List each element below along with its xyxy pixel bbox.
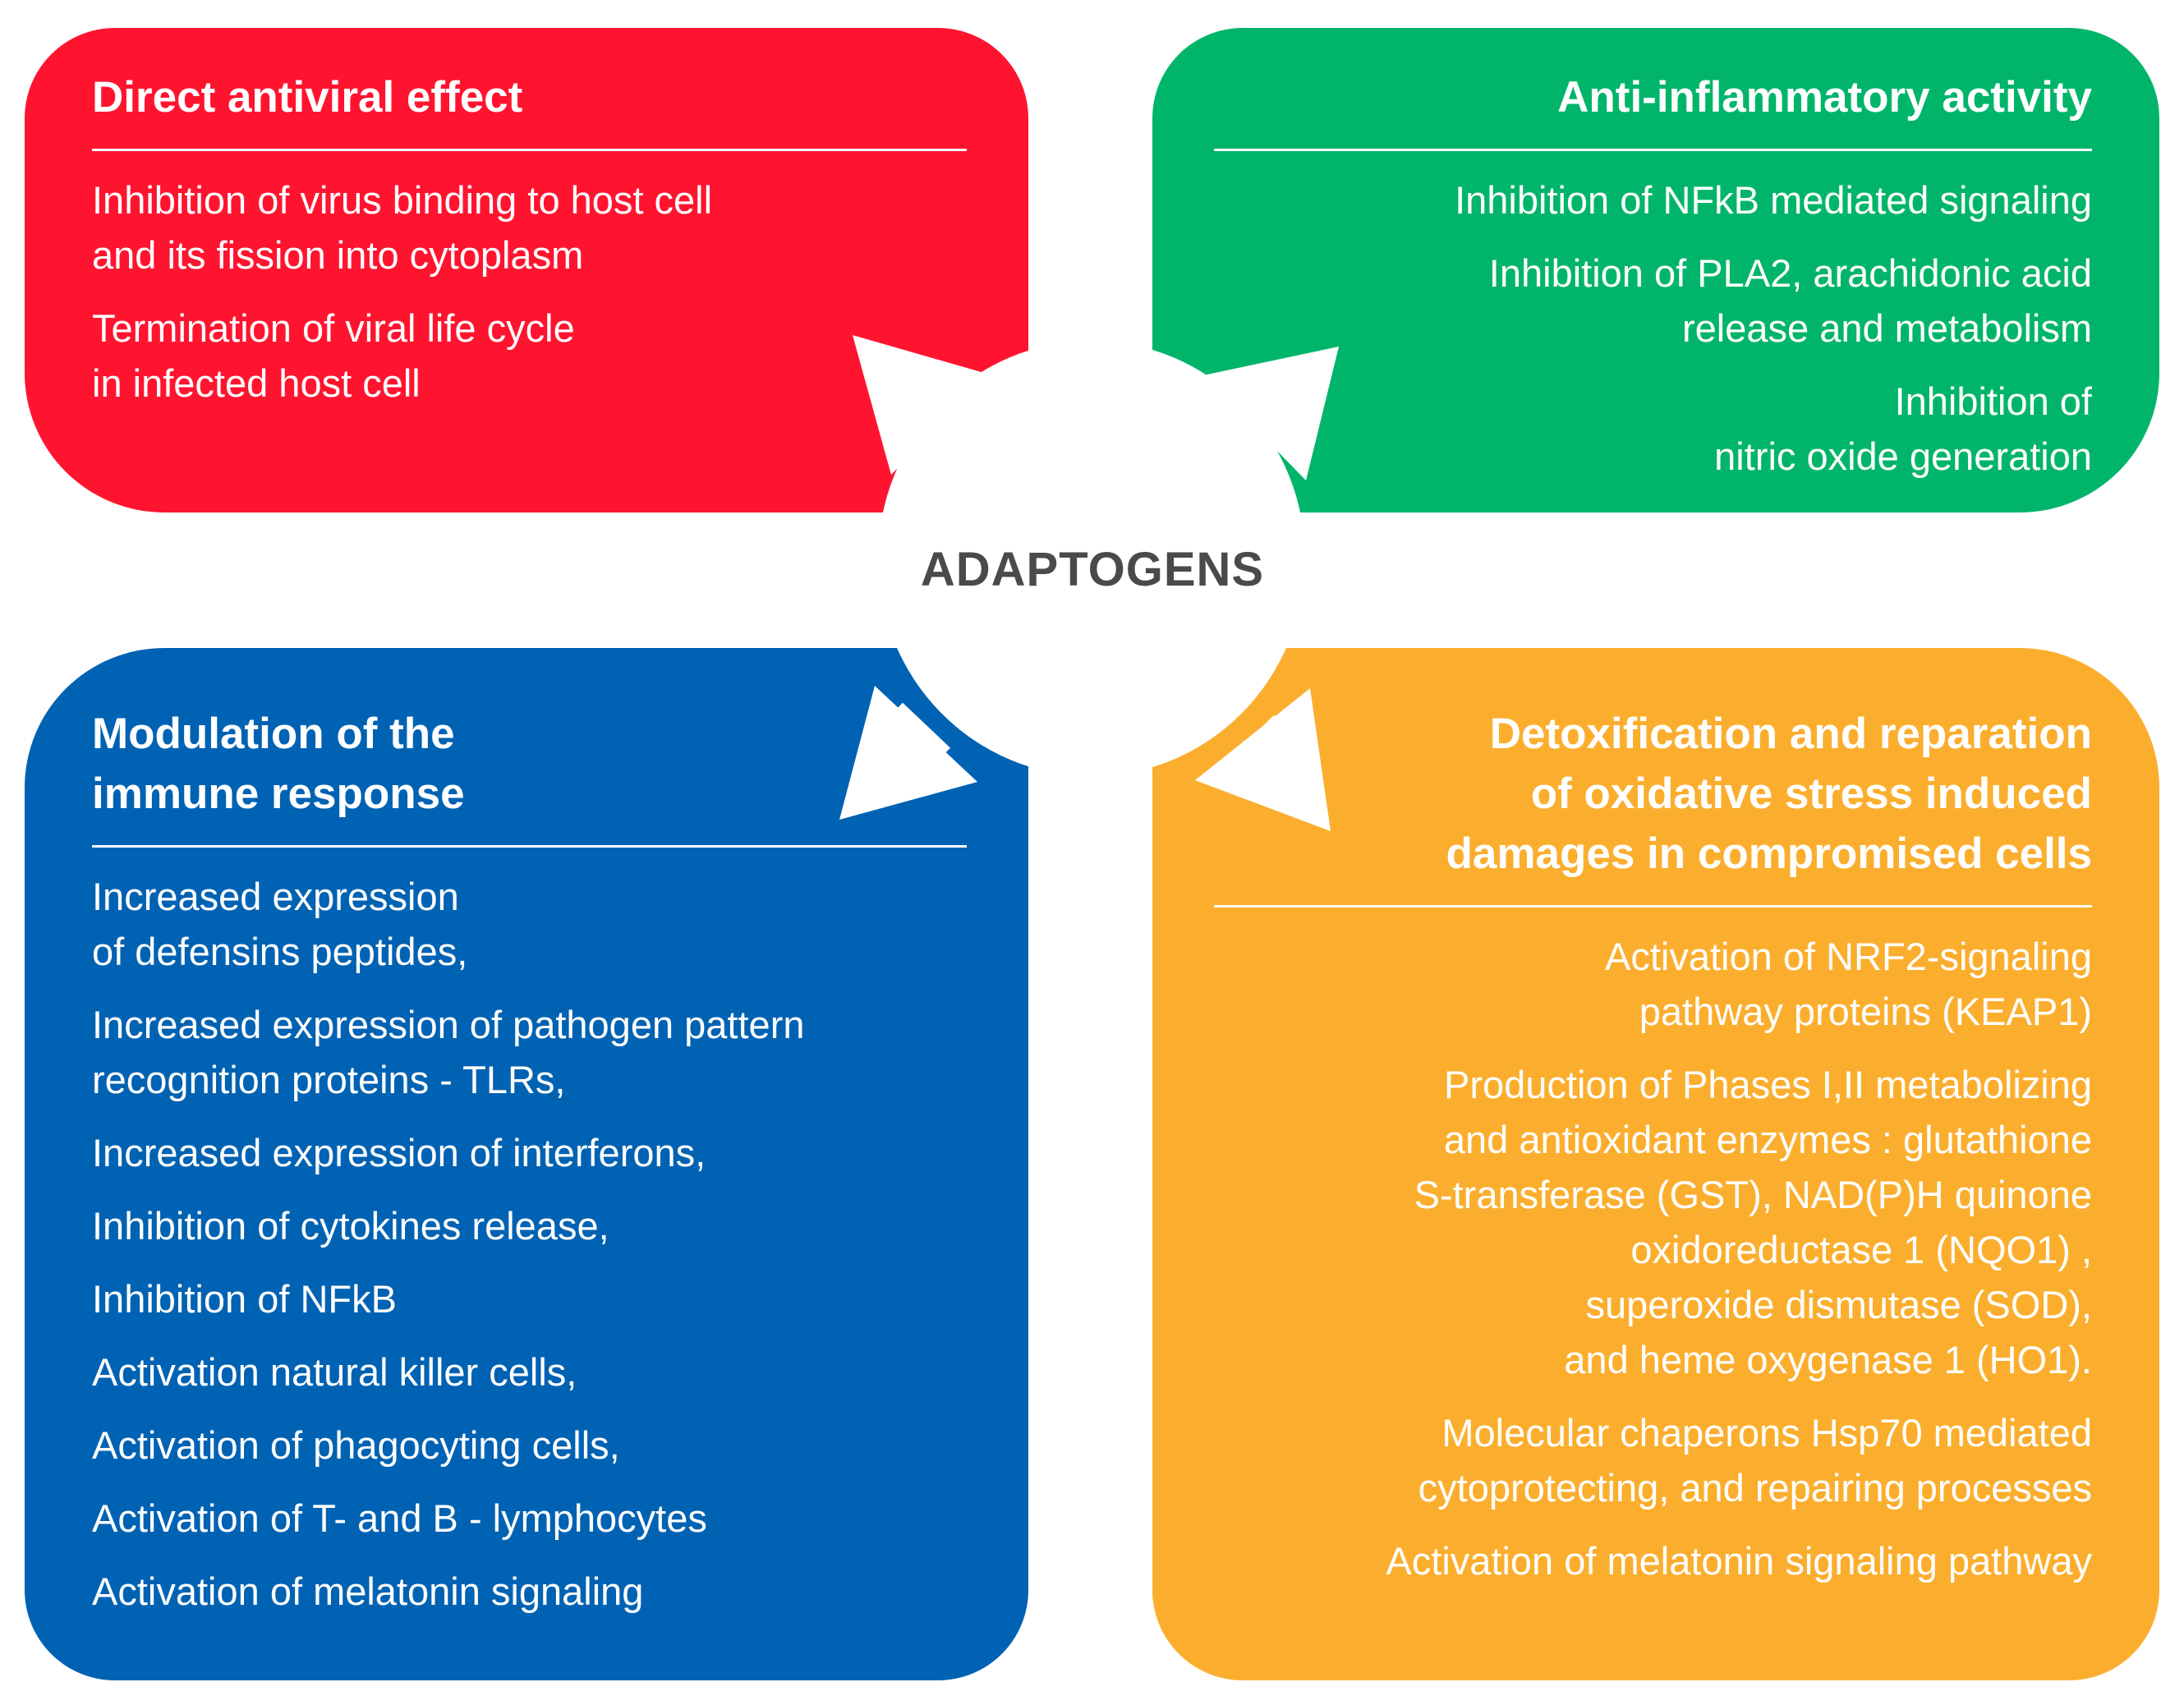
detox-item: Production of Phases I,II metabolizing a… xyxy=(1414,1063,2092,1381)
anti-inflammatory-item: Inhibition of nitric oxide generation xyxy=(1714,379,2092,478)
antiviral-title: Direct antiviral effect xyxy=(92,73,523,122)
arrow-to-immune xyxy=(839,686,977,820)
anti-inflammatory-divider xyxy=(1214,149,2092,151)
antiviral-item: Termination of viral life cycle in infec… xyxy=(92,306,575,405)
immune-item: Activation natural killer cells, xyxy=(92,1350,577,1394)
immune-divider xyxy=(92,845,967,848)
anti-inflammatory-item: Inhibition of PLA2, arachidonic acid rel… xyxy=(1488,251,2092,350)
immune-item: Activation of melatonin signaling xyxy=(92,1569,644,1613)
immune-item: Activation of T- and B - lymphocytes xyxy=(92,1496,707,1540)
immune-item: Inhibition of cytokines release, xyxy=(92,1204,609,1248)
immune-item: Inhibition of NFkB xyxy=(92,1277,397,1321)
immune-item: Increased expression of interferons, xyxy=(92,1131,706,1174)
arrow-to-antiviral xyxy=(853,335,998,498)
anti-inflammatory-list: Inhibition of NFkB mediated signaling In… xyxy=(1214,172,2092,484)
immune-item: Activation of phagocyting cells, xyxy=(92,1423,620,1467)
immune-list: Increased expression of defensins peptid… xyxy=(92,869,967,1619)
immune-title: Modulation of the immune response xyxy=(92,710,465,818)
detox-item: Activation of NRF2-signaling pathway pro… xyxy=(1605,935,2092,1033)
antiviral-panel: Direct antiviral effect Inhibition of vi… xyxy=(25,28,1028,512)
immune-panel: Modulation of the immune response Increa… xyxy=(25,648,1028,1680)
anti-inflammatory-item: Inhibition of NFkB mediated signaling xyxy=(1455,178,2092,222)
antiviral-item: Inhibition of virus binding to host cell… xyxy=(92,178,713,277)
adaptogens-label: ADAPTOGENS xyxy=(920,543,1265,596)
immune-item: Increased expression of pathogen pattern… xyxy=(92,1003,805,1101)
detox-item: Activation of melatonin signaling pathwa… xyxy=(1386,1539,2092,1583)
detox-divider xyxy=(1214,905,2092,908)
detox-title: Detoxification and reparation of oxidati… xyxy=(1446,710,2092,878)
immune-item: Increased expression of defensins peptid… xyxy=(92,875,468,973)
arrow-to-anti-inflammatory xyxy=(1199,347,1339,483)
antiviral-list: Inhibition of virus binding to host cell… xyxy=(92,172,967,411)
anti-inflammatory-panel: Anti-inflammatory activity Inhibition of… xyxy=(1152,28,2159,512)
arrow-to-detox xyxy=(1195,688,1331,831)
anti-inflammatory-title: Anti-inflammatory activity xyxy=(1557,73,2092,122)
detox-list: Activation of NRF2-signaling pathway pro… xyxy=(1214,929,2092,1588)
antiviral-divider xyxy=(92,149,967,151)
detox-item: Molecular chaperons Hsp70 mediated cytop… xyxy=(1418,1411,2092,1510)
